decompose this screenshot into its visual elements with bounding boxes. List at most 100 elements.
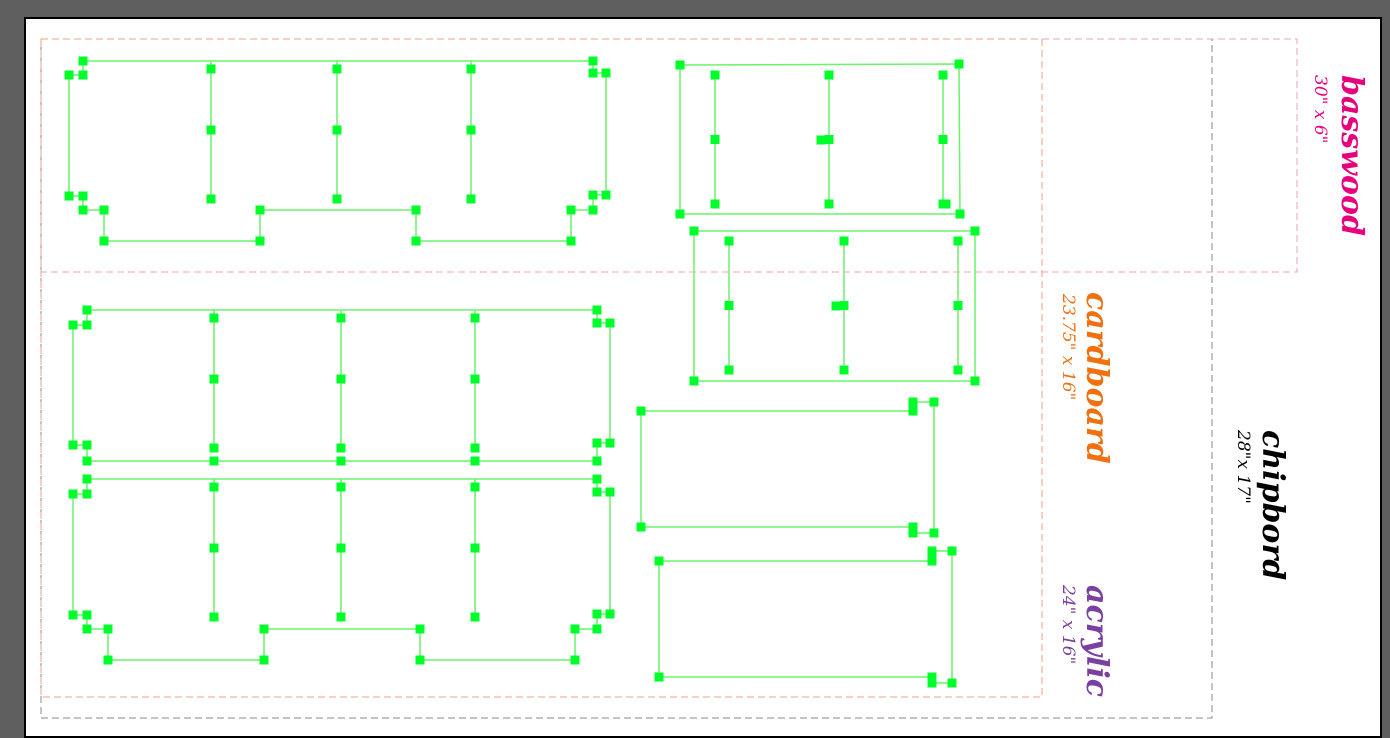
basswood-panel-slot-node <box>710 199 720 209</box>
cardboard-frame-1-slot-node <box>209 443 219 453</box>
basswood-frame-outline-node <box>78 56 88 66</box>
basswood-frame-outline-node <box>588 56 598 66</box>
basswood-frame-outline-node <box>411 205 421 215</box>
cardboard-panel-outline-node <box>689 376 699 386</box>
acrylic-label: acrylic <box>1079 585 1114 698</box>
chipbord-label: chipbord <box>1255 430 1290 581</box>
cardboard-frame-2-outline-node <box>415 655 425 665</box>
acrylic-panel-2-outline <box>658 550 953 684</box>
cardboard-frame-1-outline-node <box>592 305 602 315</box>
basswood-frame-slot-node <box>206 194 216 204</box>
basswood-frame-slot-node <box>332 125 342 135</box>
cardboard-frame-2-slot-node <box>470 482 480 492</box>
basswood-frame-slot-node <box>466 194 476 204</box>
cardboard-frame-1-slot-node <box>209 313 219 323</box>
cardboard-panel-slot-node <box>724 365 734 375</box>
basswood-frame-slot-node <box>332 64 342 74</box>
cardboard-frame-2-outline-node <box>259 655 269 665</box>
acrylic-panel-2-outline-node <box>927 550 937 560</box>
basswood-panel-slot-node <box>816 135 826 145</box>
cardboard-panel-slot-node <box>953 301 963 310</box>
basswood-frame-slot-node <box>466 64 476 74</box>
cardboard-sheet-outline <box>40 38 1043 698</box>
cardboard-frame-1-outline-node <box>82 440 92 450</box>
cardboard-frame-2-outline-node <box>592 487 602 497</box>
cardboard-frame-1-slot-node <box>470 313 480 323</box>
chipbord-size: 28"x 17" <box>1233 430 1253 504</box>
cardboard-label: cardboard <box>1079 292 1114 464</box>
cardboard-frame-2-outline-node <box>570 655 580 665</box>
cardboard-frame-1-slot-node <box>470 443 480 453</box>
acrylic-panel-1-outline <box>640 401 935 534</box>
basswood-frame-slot-node <box>466 125 476 135</box>
cardboard-frame-2-outline-node <box>68 489 78 499</box>
acrylic-panel-2-outline-node <box>927 675 937 685</box>
cardboard-frame-1-slot-node <box>336 443 346 453</box>
basswood-panel-slot-node <box>824 199 834 209</box>
basswood-panel-outline-node <box>675 60 685 70</box>
cardboard-panel-slot-node <box>839 236 849 246</box>
basswood-panel-slot-node <box>824 135 834 144</box>
cardboard-panel-slot-node <box>953 365 963 375</box>
basswood-frame-outline-node <box>601 68 611 78</box>
cardboard-frame-2-slot-node <box>336 543 346 553</box>
cardboard-frame-2-outline-node <box>259 624 269 634</box>
cardboard-frame-2-outline-node <box>82 610 92 620</box>
acrylic-panel-1-outline-node <box>908 399 918 409</box>
basswood-panel-outline-node <box>954 59 964 69</box>
cardboard-panel-outline-node <box>689 226 699 236</box>
cardboard-panel-outline-node <box>970 226 980 236</box>
cardboard-frame-2-outline-node <box>103 624 113 634</box>
cardboard-frame-2-slot-node <box>336 612 346 622</box>
cardboard-frame-1-slot-node <box>209 374 219 384</box>
basswood-panel-slot-node <box>938 70 948 80</box>
acrylic-panel-2-outline-node <box>654 672 664 682</box>
acrylic-panel-1-outline-node <box>636 522 646 532</box>
basswood-frame-outline-node <box>64 70 74 80</box>
cardboard-frame-1-slot-node <box>336 456 346 466</box>
cardboard-frame-1-slot-node <box>470 456 480 466</box>
basswood-frame-outline-node <box>255 236 265 246</box>
cardboard-frame-2-outline-node <box>592 474 602 484</box>
cardboard-frame-1-outline-node <box>605 438 615 448</box>
cardboard-frame-2-outline-node <box>103 655 113 665</box>
artboard <box>24 17 1382 738</box>
acrylic-panel-1-outline-node <box>636 406 646 416</box>
cardboard-panel-outline-node <box>970 376 980 386</box>
basswood-frame-outline-node <box>78 70 88 80</box>
basswood-frame-outline-node <box>588 190 598 200</box>
cardboard-frame-1-slot-node <box>336 313 346 323</box>
cardboard-frame-1-slot-node <box>470 374 480 384</box>
basswood-panel-outline-node <box>675 209 685 219</box>
basswood-frame-outline-node <box>255 205 265 215</box>
cardboard-frame-2-outline-node <box>82 489 92 499</box>
acrylic-panel-1-outline-node <box>929 397 939 407</box>
cardboard-frame-1-outline-node <box>68 320 78 330</box>
basswood-frame-outline-node <box>588 205 598 215</box>
acrylic-panel-1-outline-node <box>908 406 918 416</box>
basswood-frame-outline-node <box>78 191 88 201</box>
basswood-sheet-outline <box>40 38 1298 273</box>
cardboard-frame-1-outline-node <box>592 438 602 448</box>
basswood-frame-outline-node <box>64 191 74 201</box>
basswood-panel-outline-node <box>955 209 965 219</box>
cardboard-panel-slot-node <box>839 301 849 310</box>
basswood-panel-slot-node <box>941 199 951 209</box>
cardboard-frame-2-slot-node <box>470 543 480 553</box>
acrylic-panel-2-outline-node <box>947 678 957 688</box>
cardboard-frame-1-outline-node <box>592 318 602 328</box>
basswood-frame-slot-node <box>206 125 216 135</box>
basswood-frame-slot-node <box>206 64 216 74</box>
cardboard-frame-1-slot-node <box>336 374 346 384</box>
cardboard-panel-slot-node <box>724 236 734 246</box>
basswood-frame-outline-node <box>588 68 598 78</box>
basswood-panel-slot-node <box>710 135 720 144</box>
basswood-frame-outline-node <box>78 205 88 215</box>
basswood-frame-outline-node <box>99 205 109 215</box>
cardboard-size: 23.75" x 16" <box>1058 294 1078 401</box>
acrylic-panel-1-outline-node <box>908 525 918 535</box>
basswood-size: 30" x 6" <box>1310 75 1330 144</box>
cardboard-frame-2-slot-node <box>336 482 346 492</box>
basswood-panel-slot-node <box>938 135 948 144</box>
